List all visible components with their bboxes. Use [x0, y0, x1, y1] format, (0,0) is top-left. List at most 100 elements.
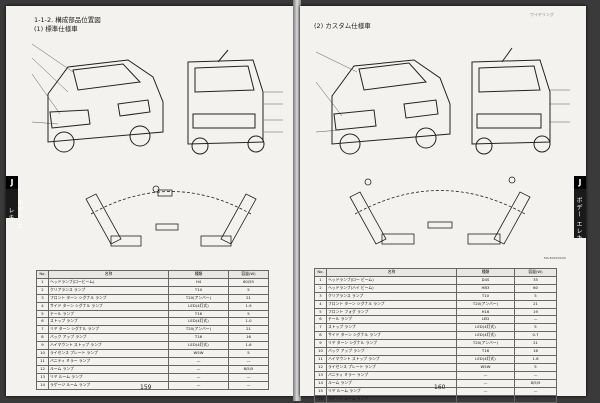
- cell-type: LED(4灯式): [168, 341, 229, 351]
- cell-name: サイド ターン シグナル ランプ: [326, 331, 457, 341]
- cell-no: 3: [314, 291, 327, 301]
- cell-name: サイド ターン シグナル ランプ: [48, 301, 169, 311]
- cell-capacity: —: [514, 386, 557, 396]
- cell-type: T16: [168, 333, 229, 343]
- cell-capacity: 8/5/5: [228, 364, 269, 374]
- interior-diagram: [85, 185, 257, 247]
- tab-letter: J: [574, 176, 586, 189]
- cell-type: T20(アンバー): [168, 293, 229, 303]
- cell-capacity: 60: [514, 283, 557, 293]
- left-page: 1-1-2. 構成部品位置図 (1) 標準仕様車: [6, 6, 294, 396]
- tab-letter: J: [6, 176, 18, 189]
- cell-no: 11: [36, 356, 49, 366]
- cell-no: 1: [36, 277, 49, 287]
- cell-name: ストップ ランプ: [48, 317, 169, 327]
- cell-type: LED(4灯式): [456, 331, 515, 341]
- cell-type: W5W: [456, 362, 515, 372]
- cell-no: 4: [314, 299, 327, 309]
- cell-capacity: 1.6: [228, 341, 269, 351]
- cell-name: バック アップ ランプ: [48, 333, 169, 343]
- right-page: (2) カスタム仕様車 ワイヤリング: [300, 6, 586, 403]
- cell-capacity: 5: [514, 362, 557, 372]
- header-capacity: 容量(W): [228, 270, 269, 279]
- cell-no: 10: [36, 349, 49, 358]
- cell-capacity: —: [514, 370, 557, 380]
- cell-capacity: 60/55: [228, 277, 269, 287]
- cell-name: フロント フォグ ランプ: [326, 307, 457, 317]
- cell-no: 5: [314, 307, 327, 317]
- cell-name: クリアランス ランプ: [48, 285, 169, 295]
- cell-type: —: [456, 394, 515, 403]
- cell-type: T16: [456, 347, 515, 356]
- cell-capacity: 5: [514, 323, 557, 333]
- cell-no: 10: [314, 347, 327, 356]
- cell-capacity: 1.9: [228, 301, 269, 311]
- cell-type: LED(4灯式): [456, 323, 515, 333]
- cell-no: 6: [314, 315, 327, 325]
- cell-name: テール ランプ: [326, 315, 457, 325]
- cell-name: バック アップ ランプ: [326, 347, 457, 356]
- cell-capacity: 5: [228, 349, 269, 358]
- cell-no: 2: [36, 285, 49, 295]
- cell-type: H4: [168, 277, 229, 287]
- page-number: 160: [434, 384, 446, 391]
- cell-capacity: 16: [514, 347, 557, 356]
- cell-no: 15: [314, 386, 327, 396]
- tab-label: ボデー エレキ: [575, 197, 582, 242]
- cell-capacity: 1.6: [514, 354, 557, 364]
- cell-type: —: [456, 370, 515, 380]
- cell-name: クリアランス ランプ: [326, 291, 457, 301]
- cell-type: LED(4灯式): [168, 317, 229, 327]
- cell-type: T20(アンバー): [168, 325, 229, 335]
- cell-type: T20(アンバー): [456, 339, 515, 349]
- cell-capacity: —: [228, 380, 269, 390]
- cell-name: テール ランプ: [48, 309, 169, 319]
- section-title: (2) カスタム仕様車: [314, 22, 371, 30]
- cell-no: 16: [314, 394, 327, 403]
- cell-capacity: —: [228, 356, 269, 366]
- header-capacity: 容量(W): [514, 268, 557, 277]
- cell-no: 6: [36, 317, 49, 327]
- cell-name: リヤ ルーム ランプ: [48, 372, 169, 382]
- cell-capacity: 0.7: [514, 331, 557, 341]
- header-type: 種類: [168, 270, 229, 279]
- book-spine: [293, 0, 301, 401]
- cell-type: T20(アンバー): [456, 299, 515, 309]
- cell-name: ライセンス プレート ランプ: [48, 349, 169, 358]
- header-type: 種類: [456, 268, 515, 277]
- cell-no: 7: [36, 325, 49, 335]
- cell-capacity: 19: [514, 307, 557, 317]
- cell-capacity: 5: [514, 291, 557, 301]
- cell-capacity: 1.0: [228, 317, 269, 327]
- cell-name: リヤ ターン シグナル ランプ: [326, 339, 457, 349]
- header-name: 名称: [48, 270, 169, 279]
- page-number: 159: [140, 384, 152, 391]
- cell-type: LED: [456, 315, 515, 325]
- subsection-title: (1) 標準仕様車: [34, 25, 78, 33]
- cell-capacity: 21: [514, 339, 557, 349]
- cell-name: リヤ ターン シグナル ランプ: [48, 325, 169, 335]
- cell-capacity: —: [228, 372, 269, 382]
- cell-capacity: 35: [514, 275, 557, 285]
- cell-type: T10: [456, 291, 515, 301]
- cell-no: 8: [314, 331, 327, 341]
- cell-name: バニティ ミラー ランプ: [48, 356, 169, 366]
- cell-type: W5W: [168, 349, 229, 358]
- cell-no: 12: [36, 364, 49, 374]
- cell-name: ライセンス プレート ランプ: [326, 362, 457, 372]
